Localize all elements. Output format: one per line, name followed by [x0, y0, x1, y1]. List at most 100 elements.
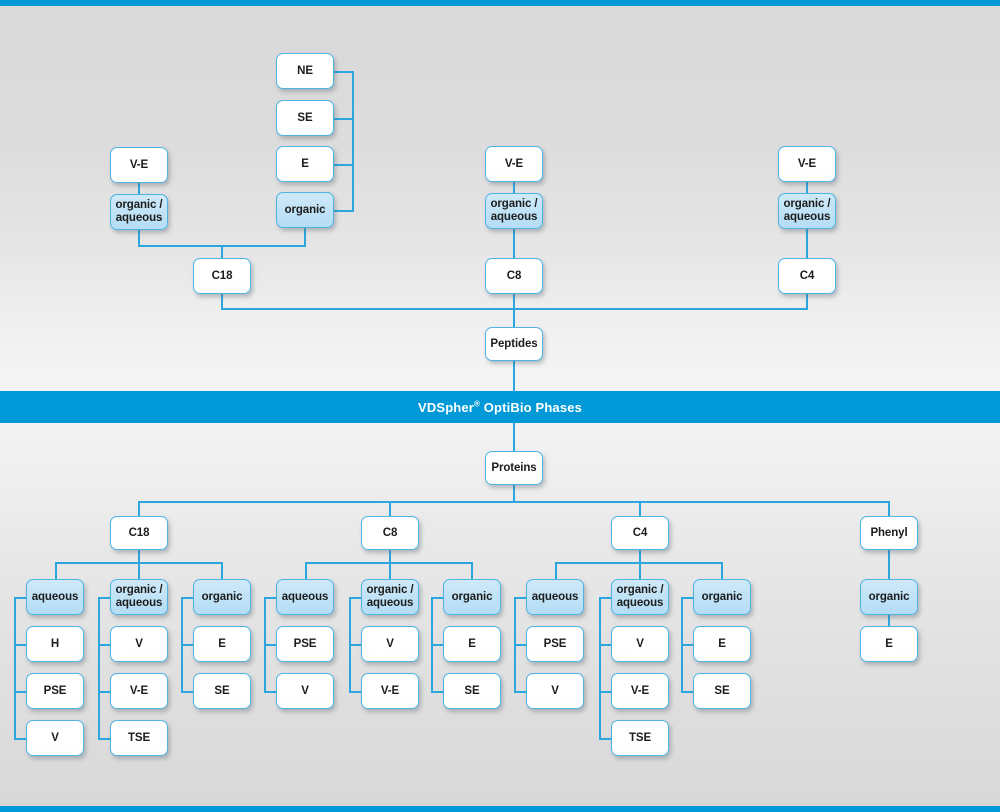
- connector-stub: [514, 644, 528, 646]
- node-label: aqueous: [31, 590, 79, 603]
- node-c18-oa-leaf-2: V-E: [110, 673, 168, 709]
- connector-stub: [98, 691, 112, 693]
- node-label: organic: [868, 590, 910, 603]
- connector-organic-stub: [334, 210, 354, 212]
- node-label: TSE: [127, 731, 151, 744]
- node-label: organic: [451, 590, 493, 603]
- node-label: SE: [464, 684, 480, 697]
- node-peptides-phase-c8: C8: [485, 258, 543, 294]
- connector-c18-to-aqueous: [55, 562, 57, 579]
- connector-se-stub: [334, 118, 354, 120]
- connector-phenyl-organic-to-leaf: [888, 615, 890, 626]
- node-c4-mode-aqueous: aqueous: [526, 579, 584, 615]
- node-peptides-phase-c4: C4: [778, 258, 836, 294]
- connector-stub: [181, 644, 195, 646]
- node-c18-mode-organic: organic: [193, 579, 251, 615]
- connector-c18-down: [221, 294, 223, 309]
- connector-stub: [681, 691, 695, 693]
- node-label-line2: aqueous: [490, 211, 538, 223]
- connector-stub: [599, 691, 613, 693]
- connector-bus-to-c18: [221, 245, 223, 258]
- node-c18-mode-aqueous: aqueous: [26, 579, 84, 615]
- node-label-line2: aqueous: [366, 597, 414, 609]
- node-label: V: [386, 637, 394, 650]
- connector-stub: [431, 597, 445, 599]
- node-label: E: [301, 157, 309, 170]
- node-label-line1: organic /: [490, 198, 538, 211]
- node-label: PSE: [293, 637, 317, 650]
- connector-oa-down-left: [138, 230, 140, 246]
- node-label: aqueous: [281, 590, 329, 603]
- connector-c18-to-organic: [221, 562, 223, 579]
- node-label: organic / aqueous: [490, 198, 537, 224]
- node-label: V-E: [380, 684, 400, 697]
- connector-c18-aqueous-trunk: [14, 597, 16, 739]
- node-label: V: [301, 684, 309, 697]
- node-label: V: [51, 731, 59, 744]
- node-label: C8: [382, 526, 398, 539]
- node-peptides: Peptides: [485, 327, 543, 361]
- connector-organic-trunk: [352, 71, 354, 211]
- node-peptides-c4-ve: V-E: [778, 146, 836, 182]
- node-c18-organic-leaf-2: SE: [193, 673, 251, 709]
- connector-ve-to-mode-right: [806, 182, 808, 193]
- connector-c4-down: [806, 294, 808, 309]
- connector-stub: [514, 597, 528, 599]
- node-proteins-phase-phenyl: Phenyl: [860, 516, 918, 550]
- node-label: Peptides: [490, 337, 538, 350]
- node-label-line2: aqueous: [783, 211, 831, 223]
- connector-e-stub: [334, 164, 354, 166]
- node-c4-aqueous-leaf-2: V: [526, 673, 584, 709]
- node-c18-oa-leaf-1: V: [110, 626, 168, 662]
- connector-c8-to-aqueous: [305, 562, 307, 579]
- node-label-line2: aqueous: [115, 597, 163, 609]
- node-label: V: [636, 637, 644, 650]
- connector-stub: [181, 597, 195, 599]
- node-label: organic: [284, 203, 326, 216]
- node-label: organic / aqueous: [115, 584, 162, 610]
- connector-stub: [681, 597, 695, 599]
- node-label: organic / aqueous: [366, 584, 413, 610]
- node-label: Proteins: [491, 461, 537, 474]
- connector-stub: [98, 644, 112, 646]
- node-c4-organic-leaf-1: E: [693, 626, 751, 662]
- connector-c8-to-oa: [389, 562, 391, 579]
- node-label: organic / aqueous: [783, 198, 830, 224]
- node-phenyl-organic-leaf-1: E: [860, 626, 918, 662]
- node-c18-aqueous-leaf-2: PSE: [26, 673, 84, 709]
- node-label: H: [50, 637, 60, 650]
- node-peptides-c18-ne: NE: [276, 53, 334, 89]
- node-c18-organic-leaf-1: E: [193, 626, 251, 662]
- connector-phenyl-to-organic: [888, 550, 890, 579]
- connector-bus-to-b-c18: [138, 501, 140, 516]
- connector-c4-to-organic: [721, 562, 723, 579]
- connector-stub: [181, 691, 195, 693]
- node-label-line2: aqueous: [616, 597, 664, 609]
- node-label: V-E: [504, 157, 524, 170]
- connector-c8-to-peptides: [513, 294, 515, 327]
- node-label: V: [551, 684, 559, 697]
- connector-c4-to-aqueous: [555, 562, 557, 579]
- connector-c8-mode-bus: [305, 562, 472, 564]
- node-label: organic: [201, 590, 243, 603]
- node-peptides-c18-mode-organic: organic: [276, 192, 334, 228]
- node-c18-aqueous-leaf-1: H: [26, 626, 84, 662]
- node-label: organic / aqueous: [616, 584, 663, 610]
- connector-c8-mode-down: [389, 550, 391, 563]
- node-proteins-phase-c8: C8: [361, 516, 419, 550]
- node-label: C18: [128, 526, 150, 539]
- connector-stub: [264, 691, 278, 693]
- node-phenyl-mode-organic: organic: [860, 579, 918, 615]
- node-c8-organic-leaf-1: E: [443, 626, 501, 662]
- node-c4-oa-leaf-1: V: [611, 626, 669, 662]
- node-label-line1: organic /: [783, 198, 831, 211]
- node-label-line1: organic /: [115, 584, 163, 597]
- connector-stub: [514, 691, 528, 693]
- node-label: PSE: [43, 684, 67, 697]
- node-label: PSE: [543, 637, 567, 650]
- node-c8-mode-organic: organic: [443, 579, 501, 615]
- node-c8-organic-leaf-2: SE: [443, 673, 501, 709]
- connector-stub: [681, 644, 695, 646]
- node-peptides-c4-mode-organic-aqueous: organic / aqueous: [778, 193, 836, 229]
